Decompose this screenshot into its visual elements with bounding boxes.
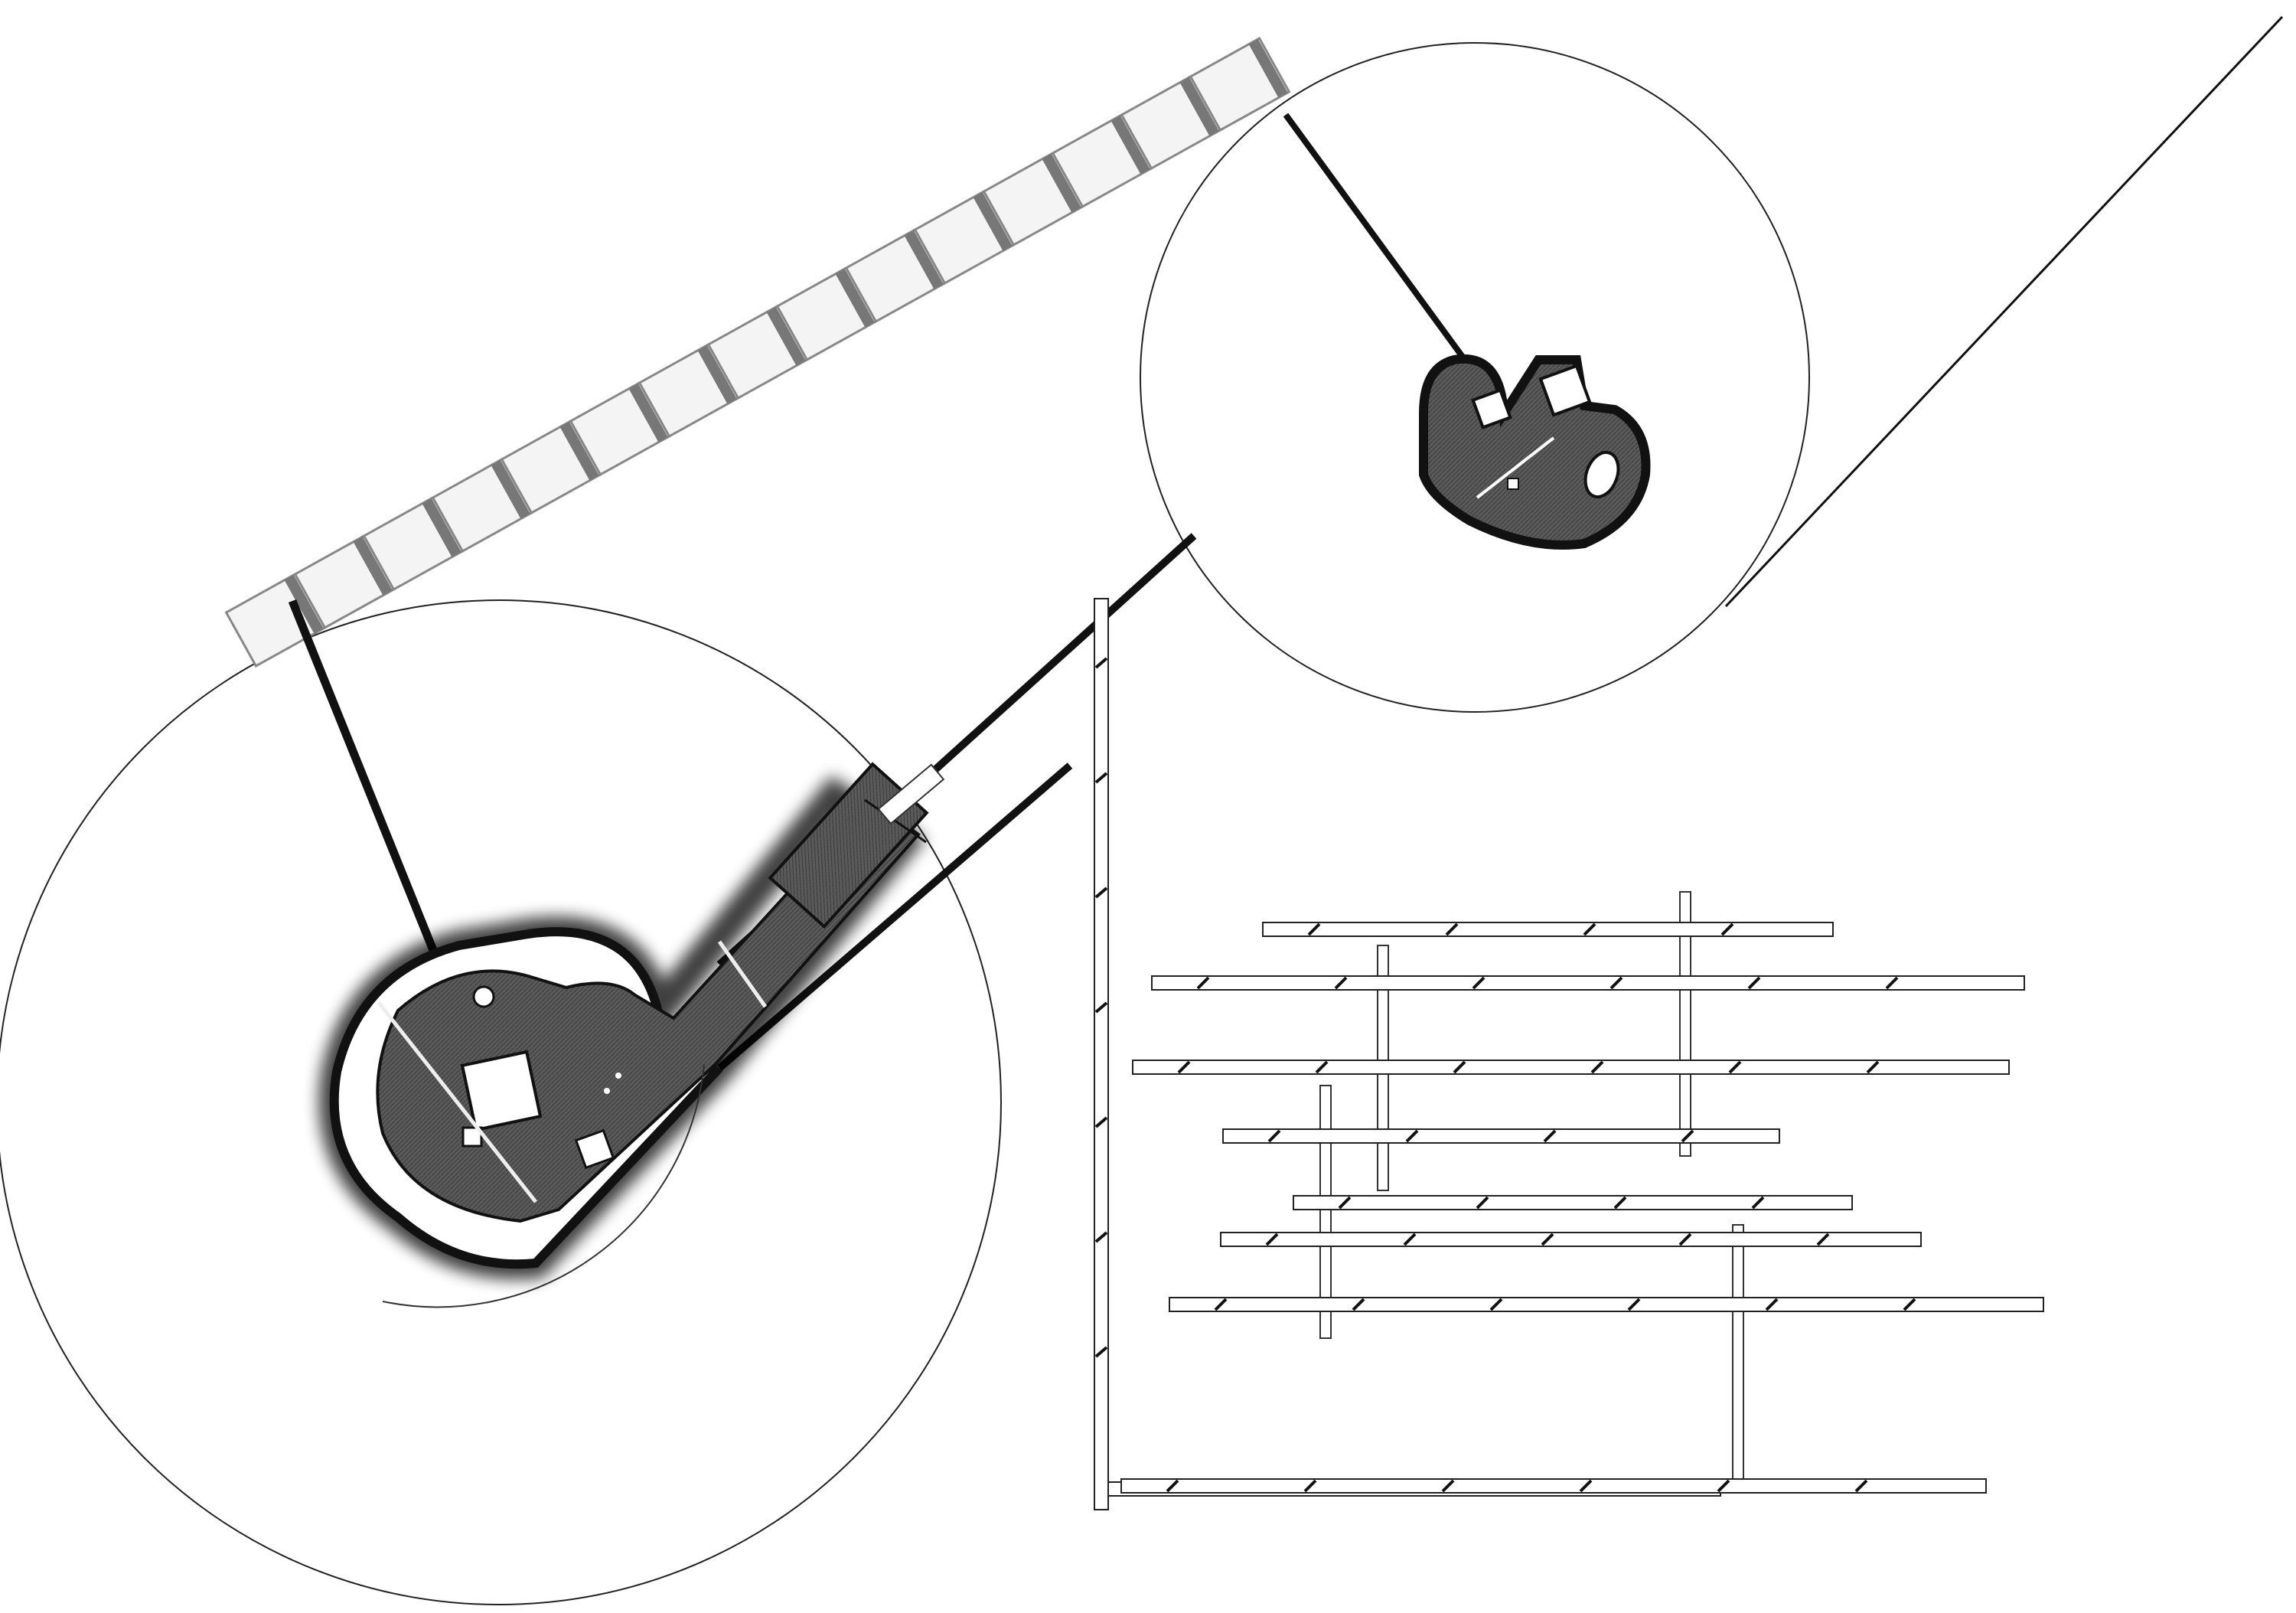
- post-tick: [1094, 657, 1108, 669]
- upper-site-circle: [1140, 42, 1810, 713]
- ramp-block-strip: [224, 36, 1291, 668]
- shelving-structure: [1094, 598, 2044, 1510]
- left-building-core: [460, 1050, 543, 1132]
- shelf-bar: [1132, 1060, 2010, 1075]
- ramp-block: [982, 151, 1084, 247]
- ramp-block: [1120, 74, 1222, 171]
- post-tick: [1094, 886, 1108, 899]
- left-building: [318, 762, 945, 1280]
- post-tick: [1094, 772, 1108, 784]
- large-site-circle: [0, 599, 1002, 1605]
- post-tick: [1094, 1116, 1108, 1128]
- post-tick: [1094, 1346, 1108, 1358]
- right-building: [1419, 354, 1651, 550]
- shelf-bar: [1293, 1195, 1853, 1210]
- ramp-block: [362, 495, 465, 592]
- shelf-bar: [1169, 1297, 2044, 1312]
- tangent-line: [1724, 15, 2284, 608]
- shelf-bar: [1120, 1478, 1987, 1494]
- ramp-block: [638, 342, 740, 439]
- shelf-bar: [1151, 975, 2025, 991]
- shelf-bar: [1222, 1128, 1780, 1144]
- shelf-bar: [1262, 922, 1834, 937]
- ramp-block: [500, 419, 602, 515]
- post-tick: [1094, 1001, 1108, 1014]
- shelf-bar: [1220, 1232, 1922, 1247]
- frame-vertical-post: [1094, 598, 1109, 1510]
- post-tick: [1094, 1231, 1108, 1243]
- ramp-block: [1189, 36, 1291, 132]
- inner-building-circle: [382, 1063, 705, 1308]
